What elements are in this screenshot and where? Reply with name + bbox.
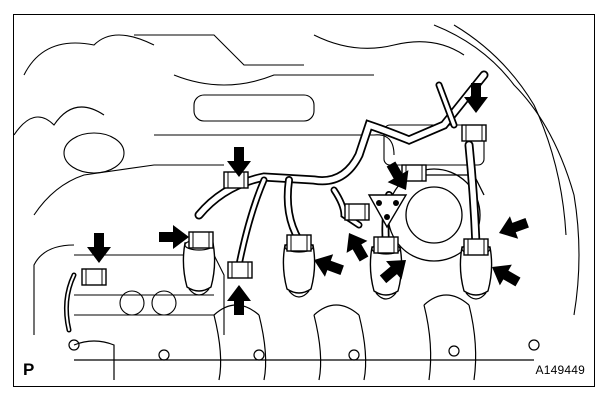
bracket-connector (344, 203, 370, 221)
arrow-icon (494, 211, 532, 245)
diagram-frame: P A149449 (13, 14, 595, 387)
harness-bracket (367, 194, 408, 229)
coil-connector-2 (286, 234, 312, 252)
arrow-icon (338, 227, 375, 265)
left-sensor-connector (81, 268, 107, 286)
top-clamp-connector (223, 171, 249, 189)
arrow-icon (464, 83, 488, 113)
arrow-icon (87, 233, 111, 263)
small-connector (227, 261, 253, 279)
coil-connector-1 (188, 231, 214, 249)
arrow-icon (227, 285, 251, 315)
top-right-connector (461, 124, 487, 142)
engine-illustration (14, 24, 580, 381)
coil-connector-3 (373, 236, 399, 254)
figure-code: A149449 (535, 363, 585, 377)
corner-letter: P (23, 360, 35, 379)
arrow-icon (309, 248, 347, 282)
wire-harness (63, 70, 489, 333)
coil-connector-4 (463, 238, 489, 256)
intake-runners (68, 294, 540, 381)
